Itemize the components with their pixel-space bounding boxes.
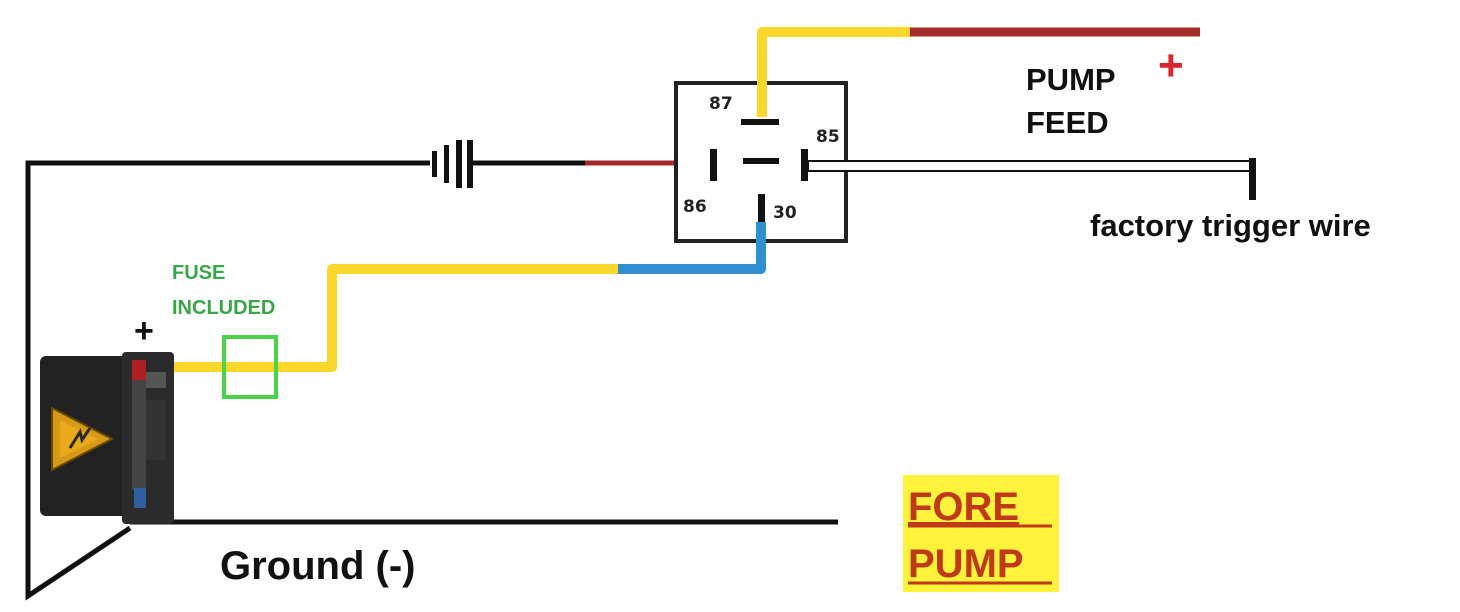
fuse-icon [222,335,278,399]
plus-sign-switch: + [134,312,154,350]
relay-pin-30-bar [758,194,765,222]
fore-pump-label-line1: FORE [908,485,1019,529]
relay-pin-87-bar [741,119,779,125]
rocker-switch-icon [40,352,174,524]
ground-label: Ground (-) [220,544,416,588]
fuse-label-line1: FUSE [172,262,225,284]
relay-pin-85-bar [801,149,808,181]
trigger-wire-label: factory trigger wire [1090,208,1371,243]
wire-30-blue [615,222,766,274]
fore-pump-label-line2: PUMP [908,542,1024,586]
plus-sign-top: + [1158,41,1184,90]
battery-ground-icon [432,140,473,188]
relay-pin-85-label: 85 [816,127,840,147]
wire-30-yellow [160,264,618,372]
black-wire-frame [25,160,430,601]
relay-center-bar [743,158,779,164]
pump-feed-label-line2: FEED [1026,105,1109,140]
relay-pin-86-bar [710,149,717,181]
fuse-label-line2: INCLUDED [172,297,275,319]
trigger-wire-end [1249,158,1256,200]
relay-pin-86-label: 86 [683,197,707,217]
relay-pin-30-label: 30 [773,203,797,223]
relay-pin-87-label: 87 [709,94,733,114]
fore-pump-highlight [903,475,1059,592]
pump-feed-label-line1: PUMP [1026,62,1116,97]
warning-triangle-icon [51,406,115,472]
trigger-wire [807,160,1253,172]
wire-87-yellow [757,27,912,117]
